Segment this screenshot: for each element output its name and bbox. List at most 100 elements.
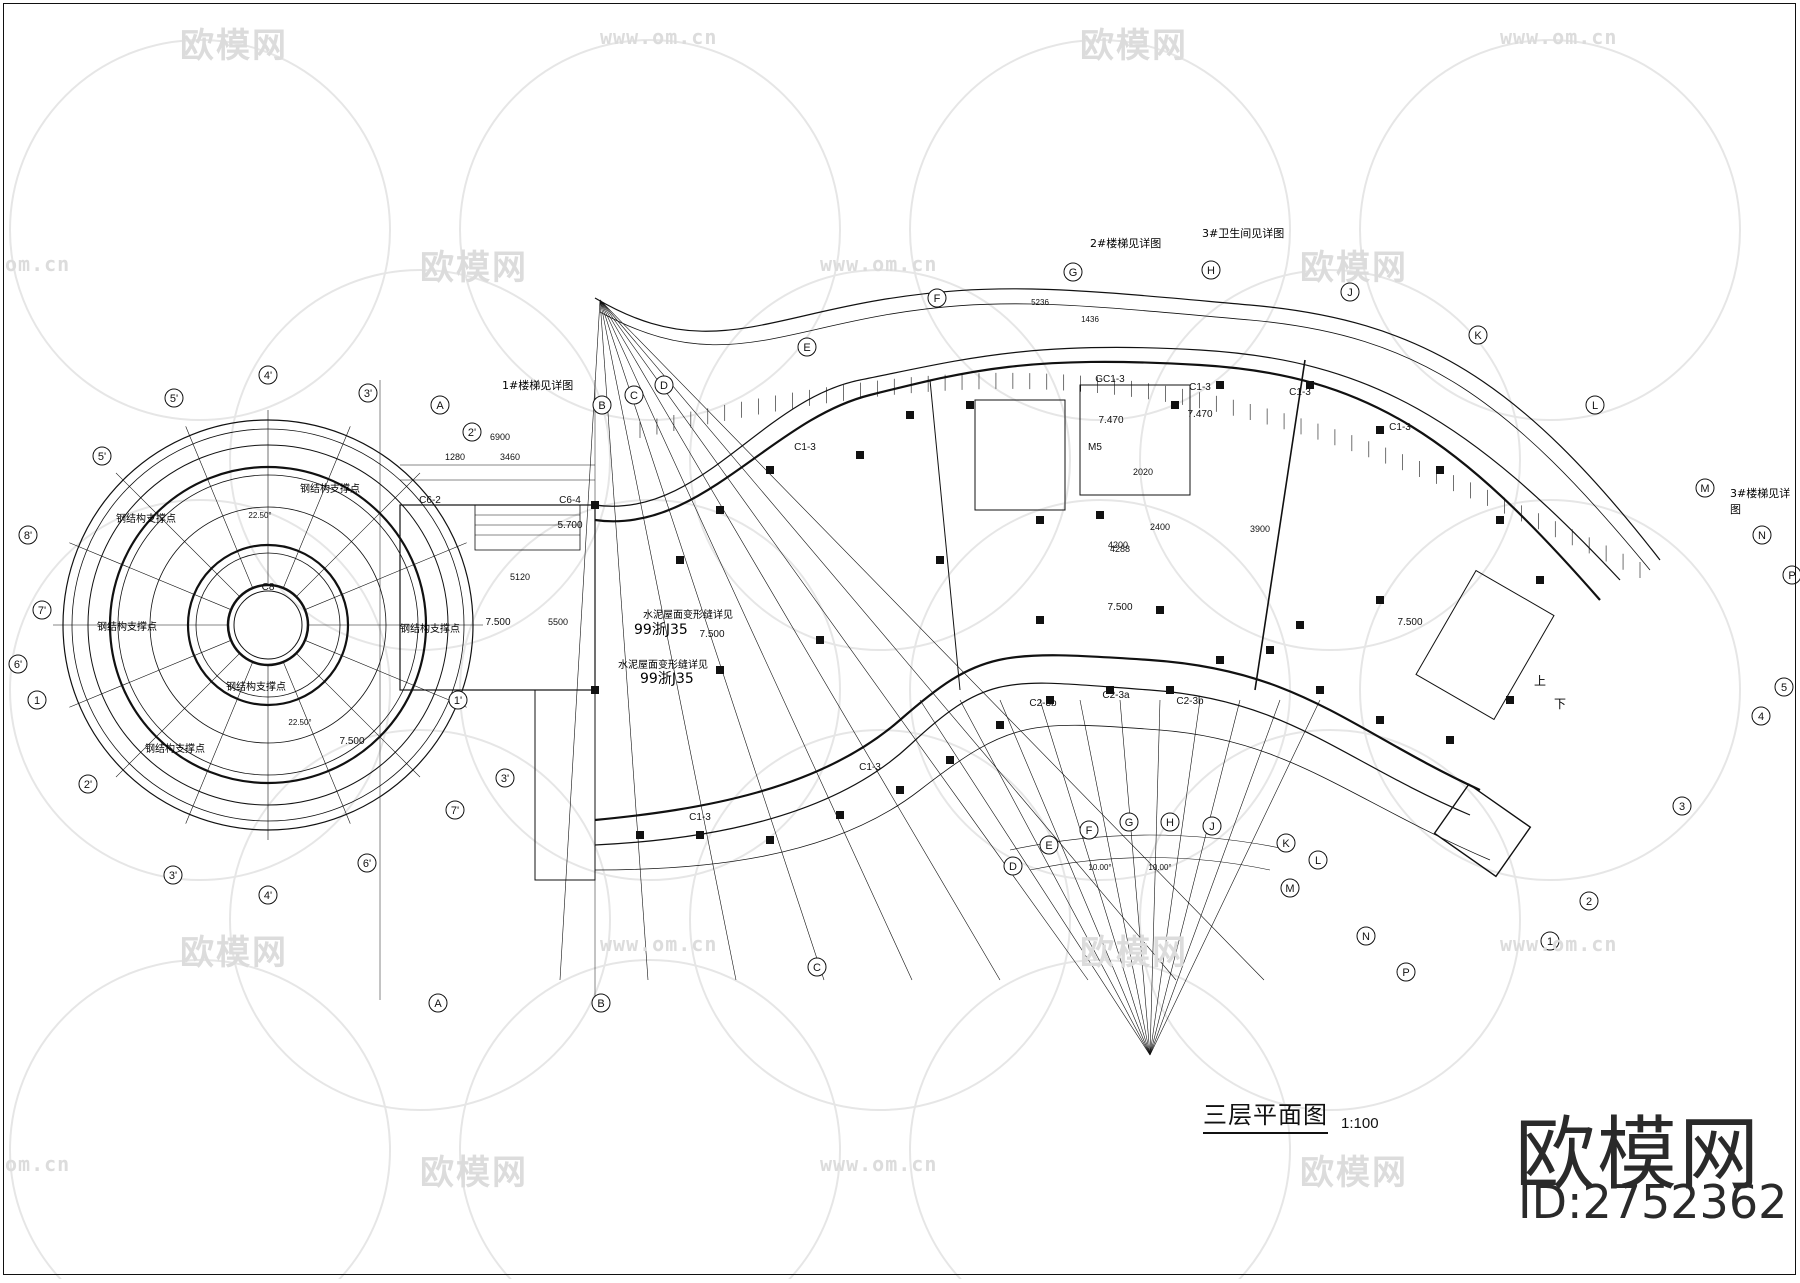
axis-bubble-label: N: [1758, 530, 1766, 542]
tower-radial-line: [304, 640, 467, 708]
stair3-note: 3#楼梯见详图: [1730, 487, 1791, 516]
watermark-logo: 欧模网: [1300, 248, 1408, 288]
tower-radial-line: [296, 653, 421, 778]
axis-bubble-circle: [1695, 478, 1715, 498]
column: [1046, 696, 1054, 704]
detail-ref-b: 99浙J35: [640, 671, 694, 687]
axis-bubble-label: E: [1045, 840, 1052, 852]
watermark-url: www.om.cn: [820, 252, 938, 276]
watermark-logo: 欧模网: [180, 933, 288, 973]
axis-bubble-label: 1': [454, 695, 462, 707]
window-tag: C1-3: [689, 812, 711, 823]
axis-bubble-circle: [428, 993, 448, 1013]
fan-line: [599, 299, 825, 981]
axis-bubble-right: 3: [1672, 796, 1692, 816]
window-tag: C2-3b: [1176, 696, 1204, 707]
fan-line: [1039, 699, 1151, 1056]
window-tag: C6-4: [559, 495, 581, 506]
axis-bubble-right: 2: [1579, 891, 1599, 911]
tower-radial-line: [185, 661, 253, 824]
axis-bubble-circle: [624, 385, 644, 405]
axis-bubble-top: J: [1340, 282, 1360, 302]
axis-bubble-label: B: [598, 400, 605, 412]
dimension-label: 5500: [548, 617, 568, 627]
axis-bubble-top: N: [1752, 525, 1772, 545]
axis-bubble-circle-grid: 8': [18, 525, 38, 545]
axis-bubble-label: 5: [1781, 682, 1787, 694]
dimension-label: 6900: [490, 432, 510, 442]
axis-bubble-label: 1: [34, 695, 40, 707]
dimension-label: 5120: [510, 572, 530, 582]
axis-bubble-label: J: [1209, 821, 1215, 833]
axis-bubble-circle: [78, 774, 98, 794]
dimension-label: 2400: [1150, 522, 1170, 532]
axis-bubble-bottom: J: [1202, 816, 1222, 836]
dimension-label: 3460: [500, 452, 520, 462]
angle-label: 10.00°: [1088, 863, 1111, 872]
axis-bubble-label: M: [1700, 483, 1709, 495]
axis-bubble-circle: [591, 993, 611, 1013]
axis-bubble-circle: [462, 422, 482, 442]
column: [766, 836, 774, 844]
axis-bubble-label: 6': [14, 659, 22, 671]
axis-bubble-label: G: [1125, 817, 1134, 829]
column: [996, 721, 1004, 729]
axis-bubble-circle-grid: 1': [448, 690, 468, 710]
watermark-logo: 欧模网: [420, 248, 528, 288]
axis-bubble-circle: [1396, 962, 1416, 982]
brand-logo-text: 欧模网: [1515, 1108, 1761, 1201]
column: [696, 831, 704, 839]
tower-radial-line: [69, 542, 232, 610]
axis-bubble-bottom: L: [1308, 850, 1328, 870]
watermark-url: om.cn: [5, 1152, 71, 1176]
axis-bubble-label: H: [1166, 817, 1174, 829]
axis-bubble-bottom: P: [1396, 962, 1416, 982]
axis-bubble-circle: [807, 957, 827, 977]
column: [1156, 606, 1164, 614]
column: [636, 831, 644, 839]
fan-line: [959, 699, 1151, 1056]
elevation-label: 5.700: [557, 520, 582, 531]
axis-bubble-label: P: [1788, 570, 1795, 582]
axis-bubble-top: E: [797, 337, 817, 357]
window-tag: C1-3: [859, 762, 881, 773]
axis-bubble-label: M: [1285, 883, 1294, 895]
axis-bubble-circle: [495, 768, 515, 788]
axis-bubble-label: 3': [501, 773, 509, 785]
axis-bubble-label: L: [1592, 400, 1598, 412]
elevation-label: 7.470: [1098, 415, 1123, 426]
axis-bubble-circle-grid: 7': [32, 600, 52, 620]
window-tag: C2-3b: [1029, 698, 1057, 709]
axis-bubble-circle: [1119, 812, 1139, 832]
axis-bubble-circle: [1063, 262, 1083, 282]
axis-bubble-label: 2': [468, 427, 476, 439]
axis-bubble-label: K: [1282, 838, 1290, 850]
window-tag: C1-3: [1189, 382, 1211, 393]
axis-bubble-bottom: H: [1160, 812, 1180, 832]
fan-line: [1149, 699, 1201, 1056]
drawing-frame: [3, 3, 1796, 1275]
column: [1036, 616, 1044, 624]
column: [1316, 686, 1324, 694]
column: [816, 636, 824, 644]
stair1-note: 1#楼梯见详图: [502, 379, 574, 392]
axis-bubble-bottom: D: [1003, 856, 1023, 876]
axis-bubble-right: 4: [1751, 706, 1771, 726]
axis-bubble-top: K: [1468, 325, 1488, 345]
axis-bubble-circle: [654, 375, 674, 395]
axis-bubble-label: C: [813, 962, 821, 974]
axis-bubble-circle: [27, 690, 47, 710]
tower-radial-line: [115, 472, 240, 597]
tower-radial-line: [296, 472, 421, 597]
axis-bubble-circle: [1672, 796, 1692, 816]
axis-bubble-label: 6': [363, 858, 371, 870]
axis-bubble-bottom: C: [807, 957, 827, 977]
axis-bubble-circle: [358, 383, 378, 403]
window-tag: C8: [262, 582, 275, 593]
axis-bubble-label: 3': [169, 870, 177, 882]
axis-bubble-circle: [1079, 820, 1099, 840]
axis-bubble-circle: [1774, 677, 1794, 697]
detail-note-a: 水泥屋面变形缝详见: [643, 610, 733, 621]
